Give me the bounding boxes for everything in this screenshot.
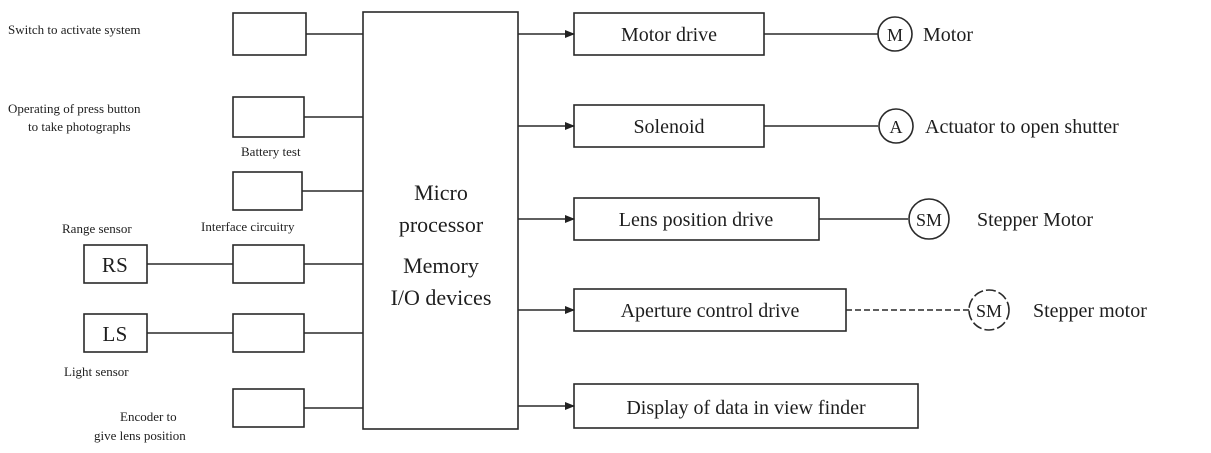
switch-box: [232, 12, 307, 56]
stepper-motor-1-circle: [908, 198, 950, 240]
processor-line3: Memory: [403, 253, 479, 278]
motor-label: Motor: [923, 24, 973, 46]
ls-symbol: LS: [102, 322, 127, 346]
display-label: Display of data in view finder: [626, 397, 866, 419]
stepper-motor-2-label: Stepper motor: [1033, 300, 1147, 322]
encoder-label-line2: give lens position: [94, 428, 186, 443]
press-button-box: [232, 96, 305, 138]
sm2-symbol: SM: [976, 301, 1002, 321]
battery-test-box: [232, 171, 303, 211]
encoder-box: [232, 388, 305, 428]
press-button-label-line2: to take photographs: [28, 119, 131, 134]
actuator-label: Actuator to open shutter: [925, 116, 1119, 138]
processor-line1: Micro: [414, 180, 468, 205]
interface-circuitry-label: Interface circuitry: [201, 219, 295, 234]
stepper-motor-1-label: Stepper Motor: [977, 209, 1093, 231]
motor-drive-label: Motor drive: [621, 24, 717, 46]
range-interface-box: [232, 244, 305, 284]
press-button-label-line1: Operating of press button: [8, 101, 141, 116]
battery-test-label: Battery test: [241, 144, 301, 159]
switch-label: Switch to activate system: [8, 22, 141, 37]
sm1-symbol: SM: [916, 210, 942, 230]
motor-symbol-circle: [877, 16, 913, 52]
solenoid-label: Solenoid: [633, 116, 704, 138]
microprocessor-box: [362, 11, 519, 430]
processor-line4: I/O devices: [391, 285, 492, 310]
light-sensor-label: Light sensor: [64, 364, 129, 379]
lens-position-drive-label: Lens position drive: [619, 209, 774, 231]
actuator-symbol-circle: [878, 108, 914, 144]
range-sensor-label: Range sensor: [62, 221, 132, 236]
stepper-motor-2-circle: [968, 289, 1010, 331]
encoder-label-line1: Encoder to: [120, 409, 177, 424]
processor-line2: processor: [399, 212, 484, 237]
light-interface-box: [232, 313, 305, 353]
rs-symbol: RS: [102, 253, 128, 277]
a-symbol: A: [890, 117, 903, 137]
aperture-control-drive-label: Aperture control drive: [621, 300, 800, 322]
m-symbol: M: [887, 25, 903, 45]
